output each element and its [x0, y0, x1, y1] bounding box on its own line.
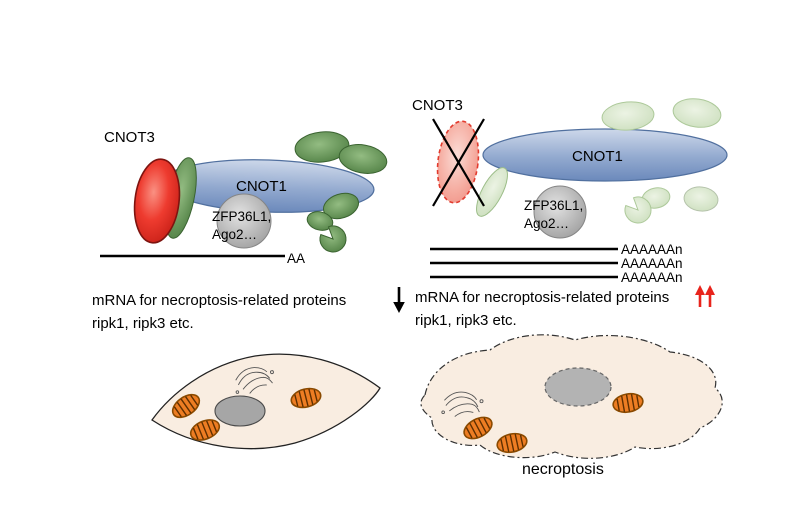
pale-green-pacman-subunit: [624, 196, 652, 224]
necroptosis-label: necroptosis: [522, 461, 604, 478]
zfp36l1-label: ZFP36L1,: [212, 209, 271, 224]
nucleus-degraded: [544, 367, 612, 407]
right-caption: mRNA for necroptosis-related proteins ri…: [415, 285, 715, 329]
pale-green-sliver: [476, 167, 508, 217]
cnot3-crossed-out: [432, 118, 485, 207]
green-subunit: [338, 144, 388, 174]
cnot1-label: CNOT1: [572, 148, 623, 165]
pale-green-subunit: [683, 186, 719, 212]
poly-a-label: AAAAAAn: [621, 256, 683, 271]
poly-a-label: AA: [287, 251, 305, 266]
poly-a-label: AAAAAAn: [621, 242, 683, 257]
caption-line1: mRNA for necroptosis-related proteins: [415, 289, 669, 306]
ago2-label: Ago2…: [212, 227, 257, 242]
left-panel: ZFP36L1, Ago2… CNOT3 CNOT1 AA mRNA for n…: [92, 129, 405, 450]
zfp36l1-label: ZFP36L1,: [524, 198, 583, 213]
cnot3-label: CNOT3: [104, 129, 155, 146]
double-up-arrow-icon: [695, 285, 715, 307]
cnot1-label: CNOT1: [236, 178, 287, 195]
zfp36l1-ago2-circle: [533, 185, 587, 239]
green-subunit: [306, 211, 334, 231]
nucleus: [214, 395, 266, 427]
ago2-label: Ago2…: [524, 216, 569, 231]
right-mrnas: AAAAAAn AAAAAAn AAAAAAn: [430, 242, 683, 285]
down-arrow-icon: [393, 287, 405, 313]
left-caption: mRNA for necroptosis-related proteins ri…: [92, 287, 405, 332]
pale-green-subunit: [601, 101, 655, 131]
healthy-cell: [151, 353, 381, 450]
necroptotic-cell: necroptosis: [420, 334, 723, 478]
green-subunit: [322, 192, 360, 220]
cnot1-ellipse: [482, 128, 728, 182]
zfp36l1-ago2-circle: [216, 193, 272, 249]
left-cnot-complex: ZFP36L1, Ago2… CNOT3 CNOT1: [104, 129, 388, 253]
cross-line: [432, 118, 485, 207]
caption-line2: ripk1, ripk3 etc.: [92, 315, 194, 332]
right-cnot-complex: ZFP36L1, Ago2… CNOT3 CNOT1: [412, 97, 728, 239]
cnot3-label: CNOT3: [412, 97, 463, 114]
poly-a-label: AAAAAAn: [621, 270, 683, 285]
right-panel: ZFP36L1, Ago2… CNOT3 CNOT1 AAAAAAn AAAAA…: [412, 97, 728, 478]
green-subunit: [294, 131, 350, 163]
cnot3-ellipse: [133, 158, 181, 244]
left-mrna: AA: [100, 251, 305, 266]
pale-green-subunit: [672, 98, 722, 128]
caption-line1: mRNA for necroptosis-related proteins: [92, 292, 346, 309]
caption-line2: ripk1, ripk3 etc.: [415, 312, 517, 329]
